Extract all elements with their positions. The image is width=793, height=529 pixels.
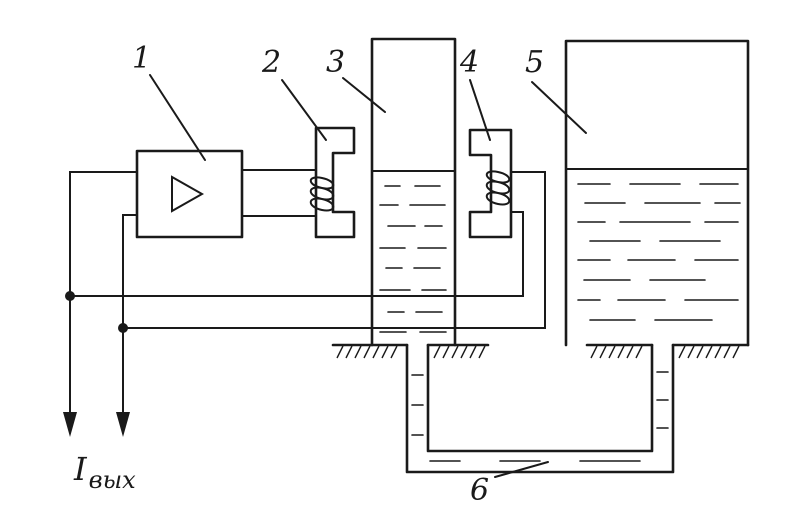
label-amplifier: 1 (132, 41, 151, 76)
label-pipe-6: 6 (470, 473, 489, 508)
sensor-4 (468, 128, 513, 239)
wire-amp-output-bottom (122, 214, 138, 421)
wire-sensor4-bottom (69, 211, 524, 297)
output-arrow-left-icon (63, 412, 77, 437)
connecting-pipe-6 (405, 343, 675, 474)
junction-dot-1 (65, 291, 75, 301)
coil-4-icon (485, 170, 511, 206)
label-tube-3: 3 (326, 45, 345, 80)
vessel-5 (564, 39, 750, 347)
sensor-2 (309, 126, 356, 239)
label-sensor-2: 2 (261, 45, 281, 80)
output-arrow-right-icon (116, 412, 130, 437)
ground-base (331, 343, 750, 359)
junction-dot-2 (118, 323, 128, 333)
leader-6 (494, 461, 549, 478)
tube-3 (370, 37, 457, 347)
leader-2 (281, 79, 327, 141)
tube-3-liquid (379, 185, 447, 333)
coil-2-icon (309, 176, 335, 212)
leader-5 (531, 81, 587, 134)
amplifier-triangle-icon (171, 175, 205, 213)
wire-sensor4-top (122, 171, 546, 329)
vessel-5-liquid (577, 183, 741, 321)
amplifier-block (135, 149, 244, 239)
wiring (63, 169, 546, 437)
leader-lines (149, 74, 587, 478)
pipe-6-liquid (411, 371, 669, 462)
wire-amp-output-top (69, 171, 138, 421)
label-output-current: Iвых (73, 450, 136, 494)
leader-1 (149, 74, 206, 161)
label-sensor-4: 4 (459, 45, 479, 80)
leader-3 (342, 77, 386, 113)
label-vessel-5: 5 (525, 45, 544, 80)
leader-4 (469, 79, 491, 141)
ground-hatching (336, 345, 740, 359)
